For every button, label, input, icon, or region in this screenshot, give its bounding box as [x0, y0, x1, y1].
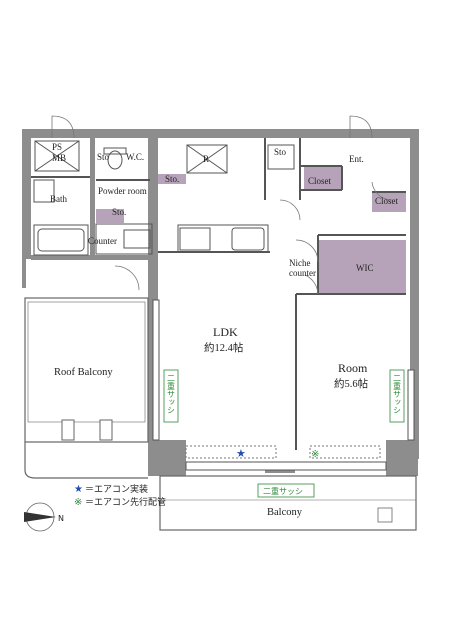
label-sto-ldk: Sto. — [165, 174, 179, 184]
label-ldk: LDK — [213, 325, 238, 339]
balcony-area — [159, 475, 417, 531]
aircon-installed-icon: ★ — [236, 447, 246, 460]
label-roof-balcony: Roof Balcony — [54, 367, 113, 378]
legend-installed: ＝エアコン実装 — [85, 483, 148, 495]
label-bath: Bath — [50, 194, 67, 204]
sash-labels: 二重サッシ 二重サッシ 二重サッシ — [163, 369, 405, 498]
label-room-size: 約5.6帖 — [334, 377, 369, 390]
legend-kome-icon: ※ — [74, 497, 82, 508]
label-sto-wc: Sto — [97, 152, 110, 162]
label-balcony: Balcony — [267, 507, 303, 518]
interior-walls — [31, 138, 406, 450]
sash-balcony: 二重サッシ — [263, 486, 303, 496]
label-wic: WIC — [356, 263, 374, 273]
label-sto-powder: Sto. — [112, 207, 126, 217]
sash-room: 二重サッシ — [393, 374, 402, 414]
compass: N — [24, 502, 64, 532]
label-wc: W.C. — [126, 152, 144, 162]
label-r: R — [203, 154, 209, 164]
label-closet-2: Closet — [375, 196, 399, 206]
compass-north: N — [58, 514, 64, 523]
fixtures — [33, 140, 295, 256]
legend: ★ ＝エアコン実装 ※ ＝エアコン先行配管 — [74, 483, 166, 508]
walls — [22, 129, 419, 476]
legend-preinstalled: ＝エアコン先行配管 — [85, 496, 166, 508]
roof-balcony-area — [24, 297, 149, 479]
label-ldk-size: 約12.4帖 — [204, 341, 244, 354]
door-swings — [51, 115, 393, 295]
label-counter: Counter — [88, 236, 117, 246]
legend-star-icon: ★ — [74, 484, 83, 495]
label-room: Room — [338, 361, 368, 375]
north-arrow-icon — [24, 512, 56, 522]
label-closet-1: Closet — [308, 176, 332, 186]
storage-shading — [96, 166, 406, 294]
aircon-markers: ★ ※ — [185, 445, 381, 460]
sash-ldk: 二重サッシ — [167, 374, 176, 414]
label-powder-room: Powder room — [98, 186, 147, 196]
labels: Sto W.C. R Sto. Sto Ent. Closet Closet P… — [50, 147, 399, 518]
aircon-preinstalled-icon: ※ — [311, 449, 319, 460]
label-sto-ent: Sto — [274, 147, 287, 157]
label-ent: Ent. — [349, 154, 364, 164]
windows — [152, 299, 415, 471]
